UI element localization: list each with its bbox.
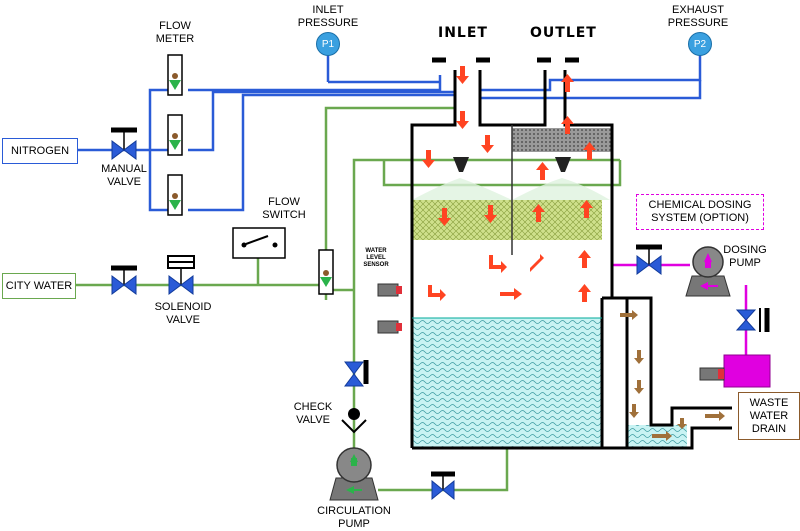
manual-valve-icon [111,127,137,160]
flow-meter-icon [167,114,183,156]
solenoid-valve-icon [167,255,195,295]
waste-water-drain-box: WASTE WATER DRAIN [738,392,800,440]
flow-meter-icon [167,54,183,96]
chemical-dosing-label: CHEMICAL DOSING SYSTEM (OPTION) [648,199,752,224]
inlet-label: INLET [438,25,488,41]
dosing-valve-icon [636,244,662,275]
flow-meter-label: FLOW METER [155,20,195,45]
pump-discharge-valve-icon [431,471,455,501]
chemical-dosing-box: CHEMICAL DOSING SYSTEM (OPTION) [636,194,764,230]
manual-valve-label: MANUAL VALVE [101,163,147,188]
dosing-vertical-valve-icon [735,308,770,332]
outlet-label: OUTLET [530,25,597,41]
flow-switch-icon [232,227,286,259]
spray-nozzle-icon [555,157,571,172]
spray-nozzle-icon [453,157,469,172]
dosing-pump-label: DOSING PUMP [723,244,767,269]
pressure-gauge-icon: P1 [316,32,340,56]
exhaust-pressure-label: EXHAUST PRESSURE [667,4,729,29]
nitrogen-label: NITROGEN [10,145,70,157]
chemical-tank [699,354,771,388]
valve-icon [111,265,137,295]
scrubber-tank [410,57,732,450]
water-level-sensors [377,283,402,334]
solenoid-valve-label: SOLENOID VALVE [154,301,212,326]
circulation-pump-label: CIRCULATION PUMP [317,505,391,530]
city-water-box: CITY WATER [2,273,76,299]
gas-flow-arrows [422,66,596,302]
pump-icon [685,246,731,297]
water-level-sensor-label: WATER LEVEL SENSOR [363,248,389,268]
nitrogen-box: NITROGEN [2,138,78,164]
pressure-gauge-icon: P2 [688,32,712,56]
flow-meter-icon [167,174,183,216]
flow-meter-icon [318,249,334,295]
inlet-pressure-label: INLET PRESSURE [297,4,359,29]
flow-meters [167,54,334,295]
check-valve-icon [341,408,367,434]
city-water-label: CITY WATER [5,280,73,292]
pump-icon [329,447,379,501]
flow-switch-label: FLOW SWITCH [262,196,306,221]
valves [111,127,770,501]
gauge-p1-label: P1 [321,38,335,50]
check-valve-label: CHECK VALVE [293,401,333,426]
gauge-p2-label: P2 [693,38,707,50]
nitrogen-lines [78,52,702,212]
recirc-valve-icon [344,360,369,387]
waste-water-drain-label: WASTE WATER DRAIN [749,396,789,435]
drain-arrows [620,310,725,441]
